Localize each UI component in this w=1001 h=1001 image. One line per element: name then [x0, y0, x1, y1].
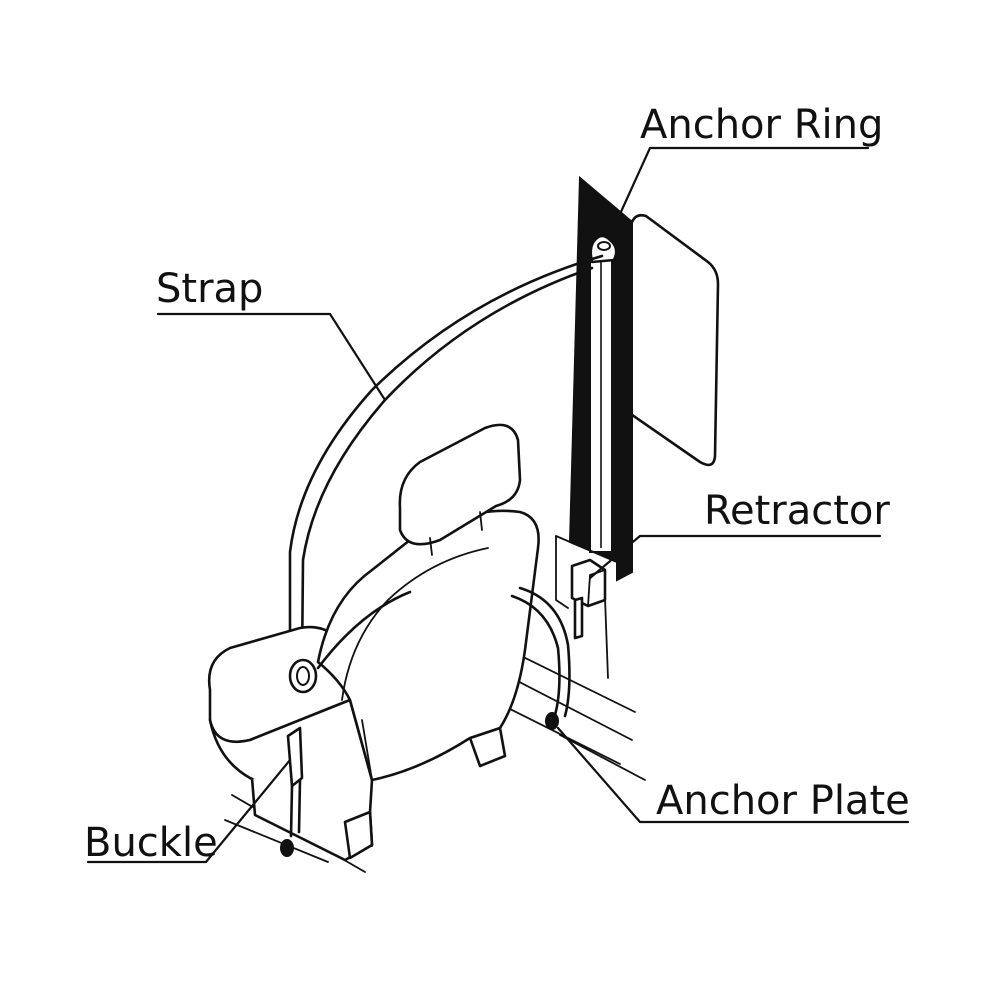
door-window — [623, 213, 720, 467]
buckle-part — [280, 726, 304, 857]
leader-retractor — [588, 534, 882, 580]
car-seat — [207, 423, 540, 862]
label-anchor-ring: Anchor Ring — [640, 102, 883, 148]
label-strap: Strap — [156, 266, 263, 312]
label-buckle: Buckle — [84, 820, 218, 866]
anchor-plate-part — [545, 712, 559, 730]
b-pillar — [568, 175, 633, 582]
leader-strap — [156, 312, 387, 402]
label-anchor-plate: Anchor Plate — [656, 778, 910, 824]
lap-belt — [316, 586, 571, 718]
leader-buckle — [86, 758, 292, 864]
leader-anchor-plate — [556, 726, 910, 824]
label-retractor: Retractor — [704, 488, 890, 534]
latch-plate — [288, 658, 318, 694]
leader-anchor-ring — [613, 146, 870, 227]
anchor-ring-part — [589, 234, 618, 264]
retractor-part — [555, 535, 618, 679]
leader-lines — [86, 146, 910, 864]
